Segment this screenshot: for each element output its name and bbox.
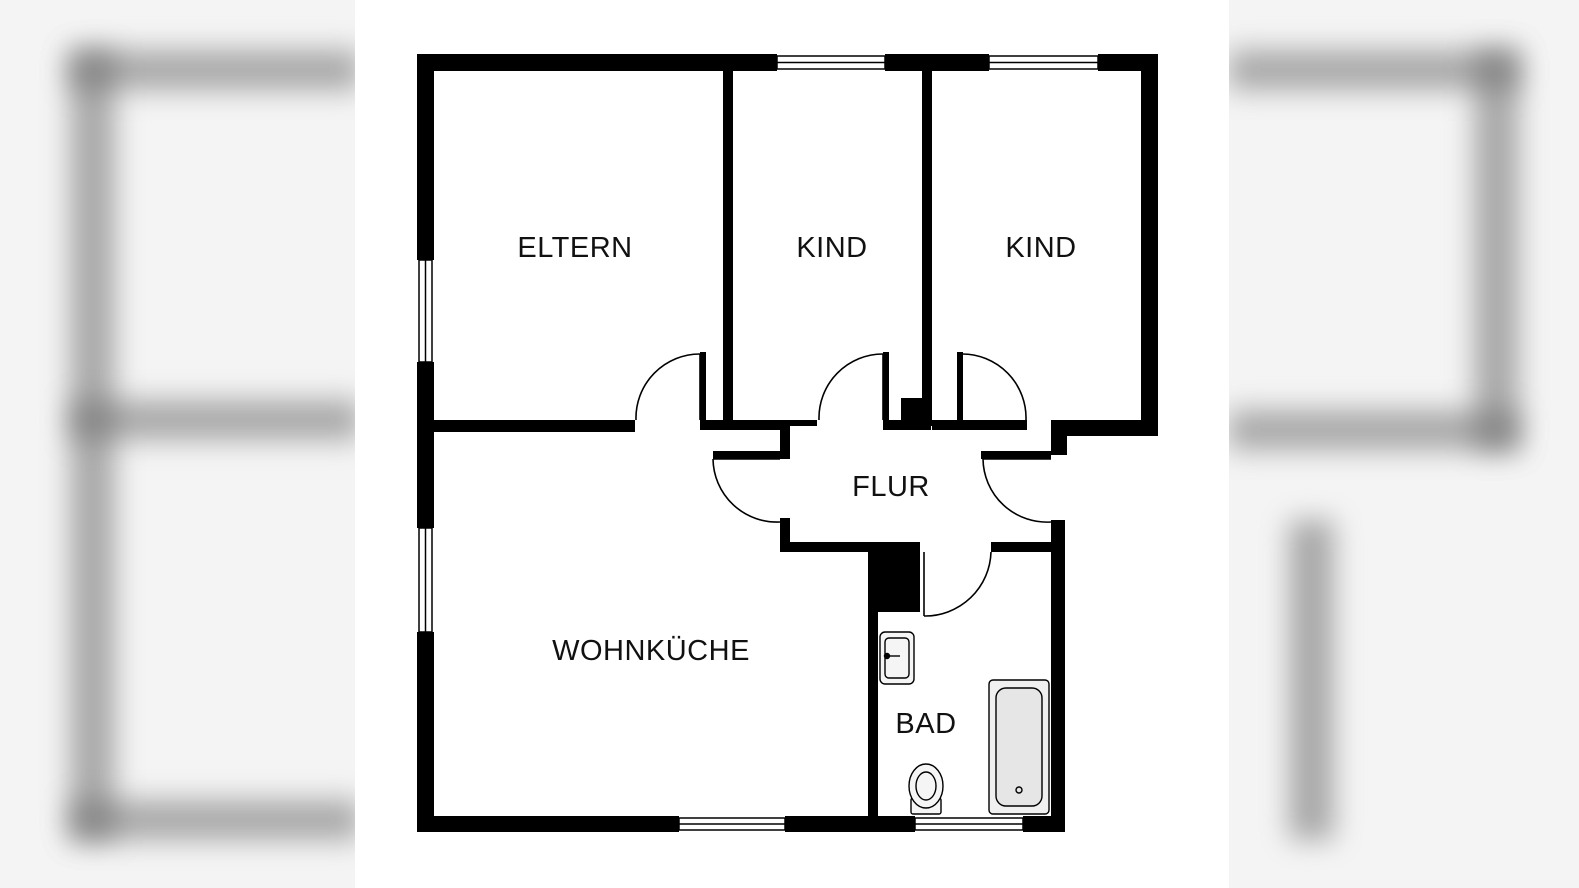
floor-plan: ELTERN KIND KIND FLUR WOHNKÜCHE BAD bbox=[355, 0, 1229, 888]
sink-icon bbox=[879, 631, 915, 685]
doors bbox=[635, 353, 1052, 617]
room-labels: ELTERN KIND KIND FLUR WOHNKÜCHE BAD bbox=[517, 232, 1076, 740]
room-label-eltern: ELTERN bbox=[517, 232, 632, 264]
outer-walls bbox=[417, 54, 1158, 832]
blurred-backdrop-right bbox=[1229, 0, 1579, 888]
toilet-icon bbox=[908, 763, 944, 815]
room-label-kind-1: KIND bbox=[796, 232, 867, 264]
windows bbox=[418, 55, 1099, 831]
room-label-flur: FLUR bbox=[852, 471, 930, 503]
room-label-kind-2: KIND bbox=[1005, 232, 1076, 264]
bath-fixtures bbox=[879, 631, 1050, 815]
bathtub-icon bbox=[988, 679, 1050, 815]
room-label-bad: BAD bbox=[895, 708, 956, 740]
floor-plan-drawing: ELTERN KIND KIND FLUR WOHNKÜCHE BAD bbox=[417, 54, 1158, 832]
interior-walls bbox=[417, 54, 1065, 832]
blurred-backdrop-left bbox=[0, 0, 355, 888]
room-label-wohnkueche: WOHNKÜCHE bbox=[552, 635, 750, 667]
